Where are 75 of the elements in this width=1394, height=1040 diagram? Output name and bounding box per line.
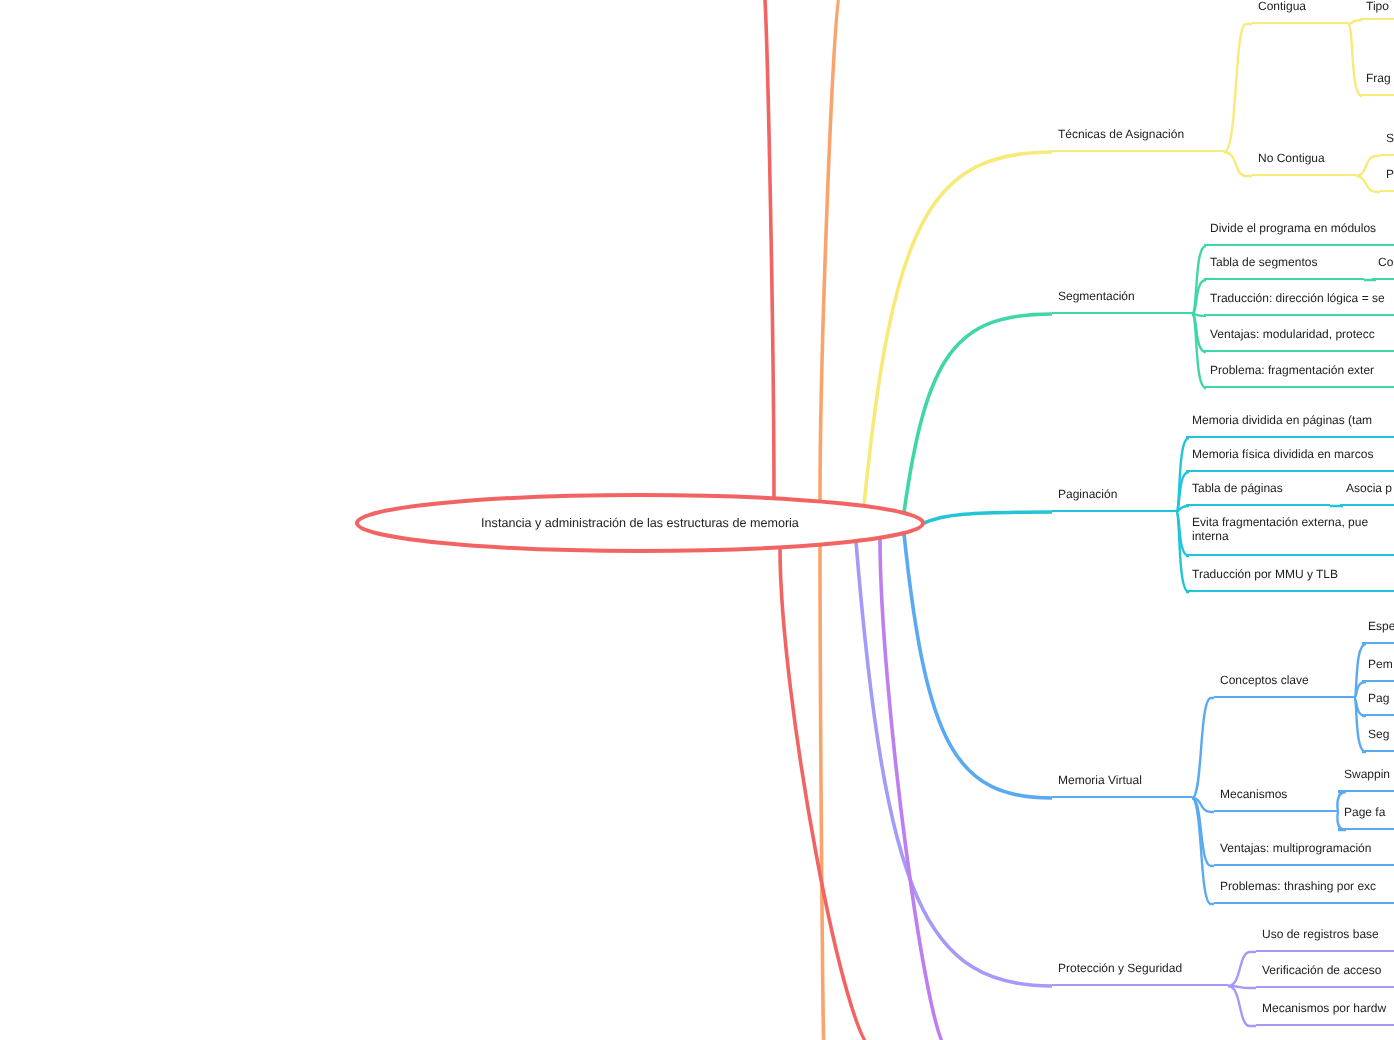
- branch-line: [762, 0, 776, 498]
- connector-line: [902, 312, 1053, 513]
- connector-line: [902, 533, 1053, 800]
- topic-node: [1204, 222, 1394, 246]
- topic-node: [1256, 964, 1394, 988]
- topic-node: [1204, 328, 1394, 352]
- topic-node: [1362, 658, 1394, 682]
- topic-node: [1186, 516, 1394, 556]
- connector-line: [1223, 150, 1252, 178]
- connector-line: [1353, 697, 1368, 718]
- connector-line: [923, 510, 1052, 525]
- topic-node: [1052, 774, 1192, 798]
- connector-line: [1355, 174, 1380, 194]
- topic-node: [1214, 788, 1338, 812]
- connector-line: [1352, 697, 1368, 754]
- topic-node: [1252, 0, 1348, 24]
- topic-node: [1186, 414, 1394, 438]
- topic-node: [1340, 482, 1394, 506]
- connector-line: [1223, 22, 1252, 153]
- connector-line: [1175, 511, 1191, 558]
- connector-line: [1191, 313, 1208, 354]
- connector-line: [1191, 278, 1208, 315]
- topic-node: [1256, 1002, 1394, 1026]
- connector-line: [1353, 680, 1368, 699]
- topic-node: [1204, 256, 1364, 280]
- topic-node: [1052, 128, 1224, 152]
- topic-node: [1362, 728, 1394, 752]
- topic-node: [1186, 448, 1394, 472]
- topic-node: [1214, 674, 1354, 698]
- branch-line: [818, 545, 826, 1040]
- connector-line: [1174, 436, 1191, 513]
- topic-node: [1214, 880, 1394, 904]
- topic-node: [1052, 962, 1228, 986]
- connector-line: [1191, 696, 1214, 799]
- connector-line: [1174, 511, 1191, 594]
- connector-line: [1227, 984, 1256, 1028]
- topic-node: [1052, 488, 1176, 512]
- topic-node: [1360, 72, 1394, 96]
- central-topic-ellipse: [354, 492, 926, 554]
- connector-line: [1175, 504, 1191, 514]
- connector-line: [1191, 312, 1208, 318]
- topic-node: [1338, 768, 1394, 792]
- connector-line: [1191, 796, 1214, 814]
- connector-line: [1191, 244, 1208, 315]
- topic-node: [1052, 290, 1192, 314]
- topic-node: [1380, 132, 1394, 156]
- topic-node: [1338, 806, 1394, 830]
- topic-node: [1204, 292, 1394, 316]
- connector-line: [1228, 984, 1256, 990]
- connector-line: [1347, 23, 1364, 98]
- connector-line: [1175, 470, 1191, 513]
- topic-node: [1372, 256, 1394, 280]
- connector-line: [1191, 796, 1214, 868]
- topic-node: [1186, 482, 1330, 506]
- connector-line: [862, 150, 1053, 506]
- connector-line: [1227, 950, 1256, 988]
- topic-node: [1256, 928, 1394, 952]
- connector-line: [1347, 18, 1364, 26]
- connector-line: [1191, 313, 1208, 390]
- topic-node: [1380, 168, 1394, 192]
- topic-node: [1204, 364, 1394, 388]
- topic-node: [1214, 842, 1394, 866]
- branch-line: [818, 0, 842, 501]
- connector-line: [1355, 154, 1380, 178]
- topic-node: [1362, 620, 1394, 644]
- connector-line: [1352, 642, 1368, 699]
- topic-node: [1362, 692, 1394, 716]
- connector-line: [1191, 797, 1214, 906]
- connector-line: [1330, 504, 1345, 508]
- connector-line: [1336, 811, 1348, 832]
- connector-line: [1336, 790, 1348, 813]
- connector-line: [1364, 278, 1378, 282]
- connector-line: [854, 541, 1053, 988]
- topic-node: [1186, 568, 1394, 592]
- topic-node: [1252, 152, 1356, 176]
